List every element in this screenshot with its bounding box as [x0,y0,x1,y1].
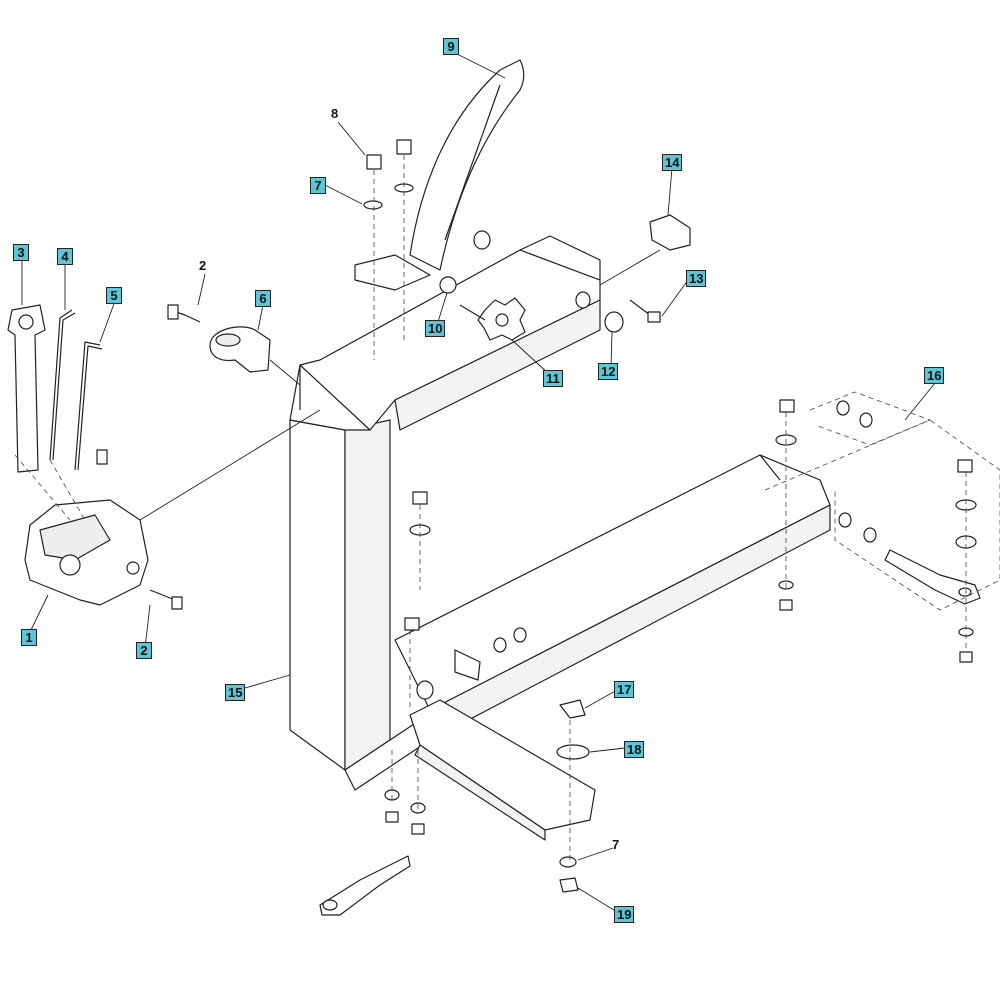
curved-handle-arm [409,59,525,271]
callout-7-bottom: 7 [612,837,620,852]
top-bolts [363,139,414,210]
hex-keys [49,309,103,471]
callout-12: 12 [598,363,619,380]
small-bracket [649,214,691,251]
callout-15: 15 [225,684,246,701]
screws [96,299,661,610]
callout-17: 17 [614,681,635,698]
callout-16: 16 [924,367,945,384]
callout-6: 6 [255,290,271,307]
clamp-part [209,326,271,373]
bushing-small [473,230,491,250]
callout-5: 5 [106,287,122,304]
callout-2-bottom: 2 [136,642,152,659]
frame-hole [575,291,591,309]
fork-arm-short [409,699,596,841]
leader-lines [21,51,936,913]
fork-hardware [404,399,977,700]
bushing-12 [604,311,624,333]
callout-1: 1 [21,629,37,646]
strap-connectors [319,549,981,916]
callout-11: 11 [543,370,563,387]
control-housing [24,499,149,606]
assembly-dashed-lines [14,155,1000,860]
callout-4: 4 [57,248,73,265]
bushing-10 [439,276,457,294]
lower-hardware [384,699,590,893]
callout-19: 19 [614,906,635,923]
callout-18: 18 [624,741,645,758]
callout-3: 3 [13,244,29,261]
callout-13: 13 [686,270,707,287]
wrench-tool [7,304,46,473]
callout-8: 8 [331,106,339,121]
callout-14: 14 [662,154,683,171]
callout-7-top: 7 [310,177,326,194]
callout-9: 9 [443,38,459,55]
star-knob [459,297,526,341]
main-frame-column [289,235,601,791]
callout-10: 10 [425,320,446,337]
handle-mount-plate [354,254,431,291]
callout-2-top: 2 [199,258,207,273]
